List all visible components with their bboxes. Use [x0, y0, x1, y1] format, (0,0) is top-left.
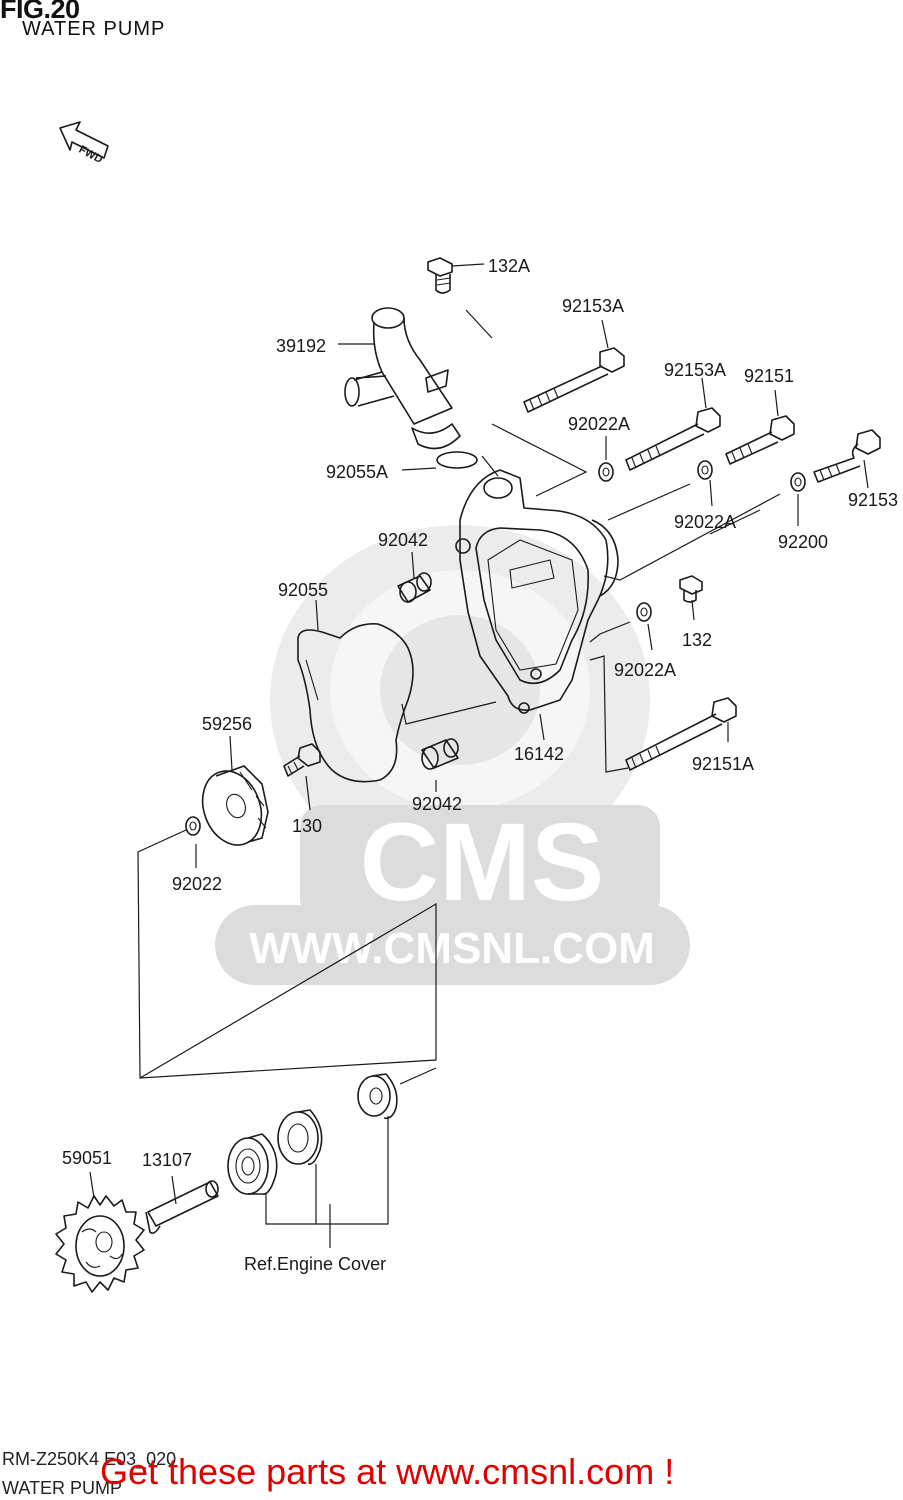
callout-92151: 92151: [744, 366, 794, 386]
watermark-mascot-icon: [270, 525, 650, 875]
part-16142-pump-cover: [455, 469, 619, 714]
fwd-arrow-icon: FWD: [59, 121, 109, 166]
callout-59256: 59256: [202, 714, 252, 734]
callout-92153A-2: 92153A: [664, 360, 726, 380]
watermark-url-box: [215, 905, 690, 985]
callout-92022A-2: 92022A: [674, 512, 736, 532]
part-92022-washer: [185, 816, 201, 836]
part-13107-shaft: [145, 1180, 219, 1234]
part-92042-dowel-upper: [397, 572, 432, 603]
callout-92042-1: 92042: [378, 530, 428, 550]
callout-13107: 13107: [142, 1150, 192, 1170]
part-92022A-washer-3: [636, 602, 652, 622]
callout-132A: 132A: [488, 256, 530, 276]
part-132A-bolt: [427, 257, 453, 294]
figure-subtitle: WATER PUMP: [22, 18, 166, 40]
watermark-brand-box: [300, 805, 660, 920]
callout-92022A-3: 92022A: [614, 660, 676, 680]
callout-132: 132: [682, 630, 712, 650]
callout-39192: 39192: [276, 336, 326, 356]
watermark: CMS WWW.CMSNL.COM: [215, 525, 690, 985]
figure-title: FIG.20: [0, 0, 80, 24]
part-92042-dowel-lower: [421, 738, 459, 770]
callout-92022A-1: 92022A: [568, 414, 630, 434]
figure-code: RM-Z250K4 E03_020: [2, 1449, 177, 1469]
promo-link[interactable]: Get these parts at www.cmsnl.com !: [100, 1451, 675, 1492]
part-92151A-bolt: [625, 697, 737, 771]
callout-16142: 16142: [514, 744, 564, 764]
callout-92022: 92022: [172, 874, 222, 894]
callout-59051: 59051: [62, 1148, 112, 1168]
callout-92055A: 92055A: [326, 462, 388, 482]
part-92055-gasket: [297, 622, 414, 783]
watermark-brand: CMS: [360, 801, 604, 924]
part-92151-bolt: [725, 415, 795, 465]
callout-92055: 92055: [278, 580, 328, 600]
callout-92042-2: 92042: [412, 794, 462, 814]
callout-92151A: 92151A: [692, 754, 754, 774]
part-39192-pipe: [344, 307, 461, 450]
fwd-label: FWD: [77, 144, 105, 166]
callout-92153A-1: 92153A: [562, 296, 624, 316]
figure-subtitle-bottom: WATER PUMP: [2, 1478, 122, 1498]
part-92200-washer: [790, 472, 806, 492]
part-bearing: [227, 1133, 278, 1195]
part-mechanical-seal: [357, 1073, 398, 1120]
part-92153A-bolt-1: [523, 347, 625, 413]
part-92153-bolt: [813, 429, 881, 483]
callout-ref-engine-cover: Ref.Engine Cover: [244, 1254, 386, 1274]
part-92055A-oring: [436, 451, 478, 469]
part-130-bolt: [283, 743, 321, 777]
part-oil-seal: [277, 1109, 323, 1166]
callout-92153: 92153: [848, 490, 898, 510]
callout-labels: 132A 92153A 39192 92153A 92151 92022A 92…: [62, 256, 898, 1274]
part-92022A-washer-1: [598, 462, 614, 482]
part-59256-impeller: [201, 765, 269, 846]
part-59051-gear: [55, 1195, 145, 1293]
part-132-bolt: [679, 575, 703, 603]
leader-lines: [89, 263, 869, 1248]
callout-92200: 92200: [778, 532, 828, 552]
watermark-url: WWW.CMSNL.COM: [249, 924, 655, 973]
callout-130: 130: [292, 816, 322, 836]
part-92153A-bolt-2: [625, 407, 721, 471]
part-92022A-washer-2: [697, 460, 713, 480]
